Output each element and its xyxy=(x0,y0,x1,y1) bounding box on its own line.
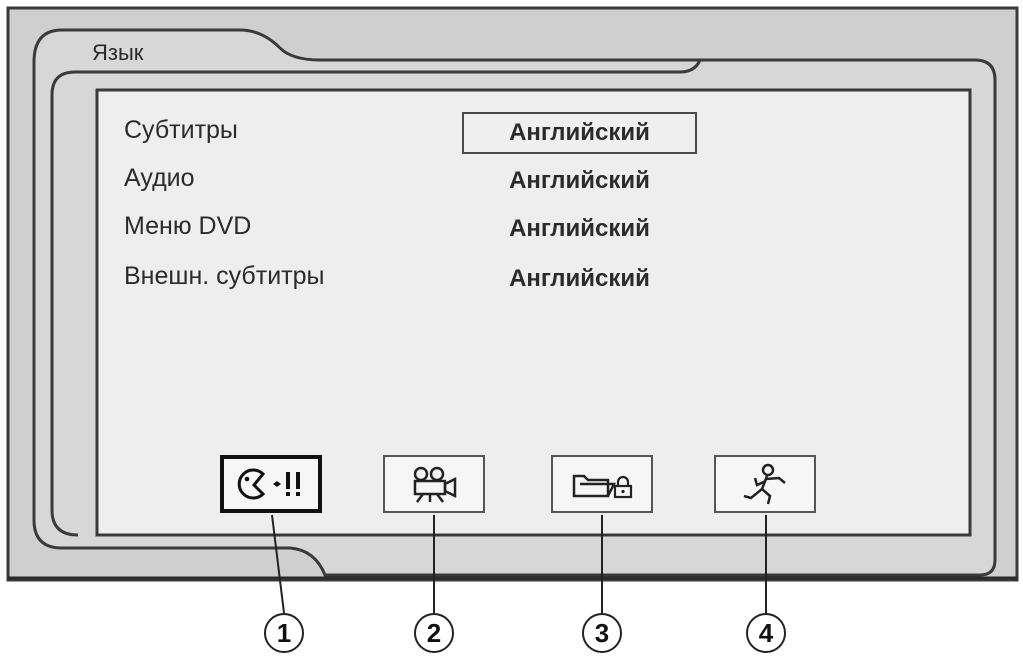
callout-2: 2 xyxy=(414,613,454,653)
setting-label: Аудио xyxy=(124,164,195,192)
setting-row-dvd-menu[interactable]: Меню DVD Английский xyxy=(97,202,970,246)
tab-video[interactable] xyxy=(383,455,485,513)
setting-label: Внешн. субтитры xyxy=(124,262,325,290)
callout-3: 3 xyxy=(582,613,622,653)
running-figure-icon xyxy=(743,463,786,505)
callout-1: 1 xyxy=(264,613,304,653)
settings-panel: Субтитры Английский Аудио Английский Мен… xyxy=(97,90,970,535)
setting-value-selected[interactable]: Английский xyxy=(462,112,697,154)
language-icon xyxy=(237,468,300,500)
video-camera-icon xyxy=(413,466,457,503)
folder-lock-icon xyxy=(572,474,633,499)
setting-row-audio[interactable]: Аудио Английский xyxy=(97,154,970,198)
setting-value[interactable]: Английский xyxy=(509,167,650,194)
tab-other[interactable] xyxy=(714,455,816,513)
tab-language[interactable] xyxy=(220,455,322,513)
menu-title: Язык xyxy=(92,40,144,65)
tab-parental[interactable] xyxy=(551,455,653,513)
setting-label: Меню DVD xyxy=(124,212,252,240)
setting-row-subtitles[interactable]: Субтитры Английский xyxy=(97,106,970,154)
setting-label: Субтитры xyxy=(124,116,238,144)
setting-value[interactable]: Английский xyxy=(509,265,650,292)
callout-4: 4 xyxy=(746,613,786,653)
setting-value[interactable]: Английский xyxy=(509,215,650,242)
setting-row-external-subtitles[interactable]: Внешн. субтитры Английский xyxy=(97,252,970,296)
